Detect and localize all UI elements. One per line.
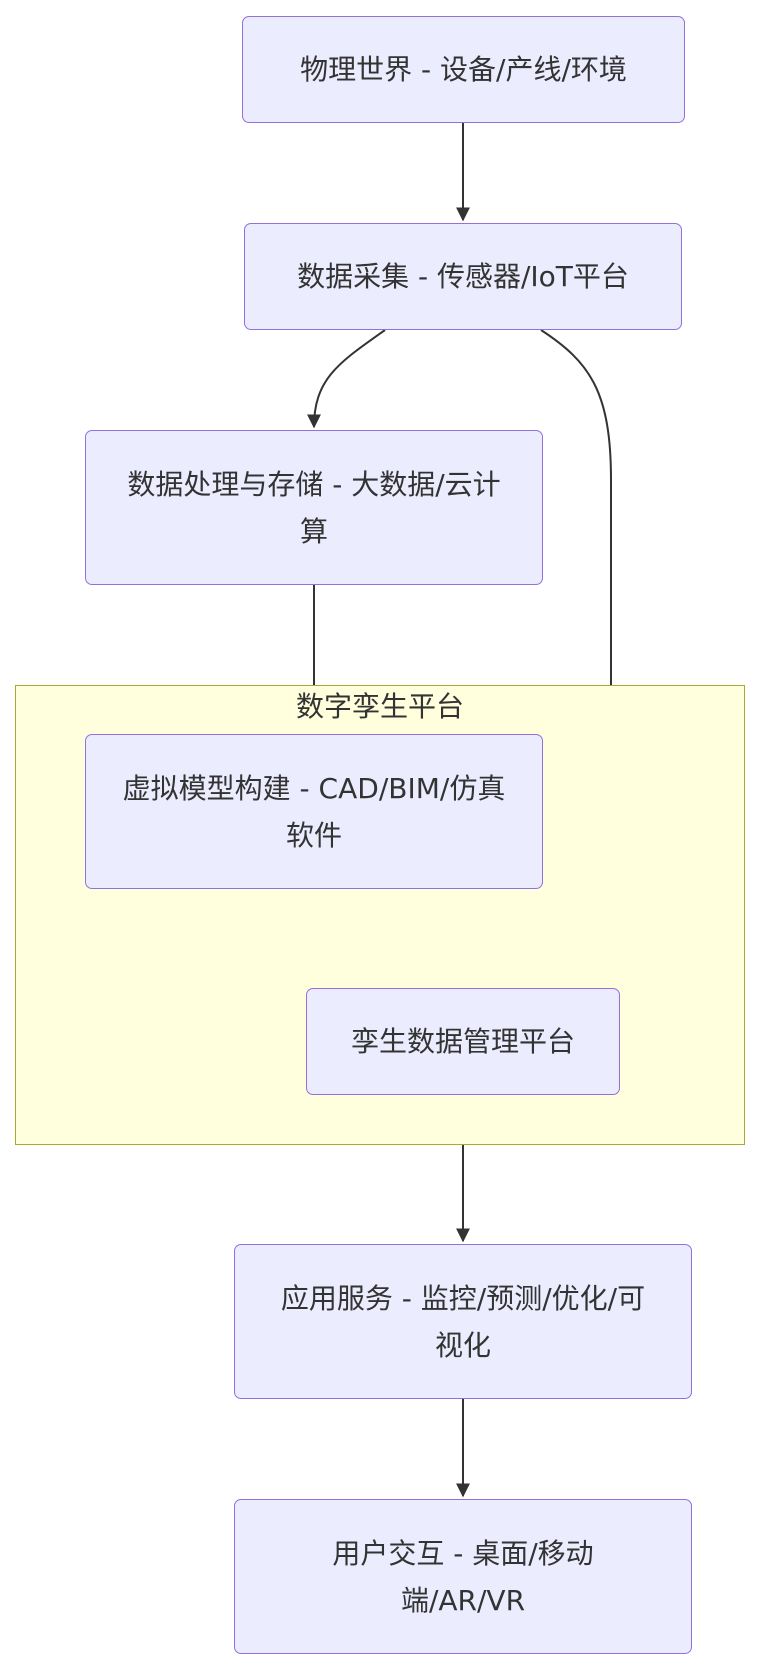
node-user-interaction[interactable]: 用户交互 - 桌面/移动端/AR/VR <box>234 1499 692 1654</box>
node-twin-data-platform-label: 孪生数据管理平台 <box>350 1025 575 1058</box>
node-data-collection-label: 数据采集 - 传感器/IoT平台 <box>297 260 629 293</box>
node-twin-data-platform[interactable]: 孪生数据管理平台 <box>306 988 620 1095</box>
node-physical-world-label: 物理世界 - 设备/产线/环境 <box>300 53 627 86</box>
node-user-interaction-label: 用户交互 - 桌面/移动端/AR/VR <box>332 1536 594 1617</box>
node-virtual-model-label: 虚拟模型构建 - CAD/BIM/仿真软件 <box>122 771 506 852</box>
node-application-services-label: 应用服务 - 监控/预测/优化/可视化 <box>280 1281 646 1362</box>
node-physical-world[interactable]: 物理世界 - 设备/产线/环境 <box>242 16 685 123</box>
node-data-processing[interactable]: 数据处理与存储 - 大数据/云计算 <box>85 430 543 585</box>
node-data-collection[interactable]: 数据采集 - 传感器/IoT平台 <box>244 223 682 330</box>
edge-collect-to-process <box>307 329 386 429</box>
node-application-services[interactable]: 应用服务 - 监控/预测/优化/可视化 <box>234 1244 692 1399</box>
cluster-title: 数字孪生平台 <box>295 690 464 723</box>
node-virtual-model[interactable]: 虚拟模型构建 - CAD/BIM/仿真软件 <box>85 734 543 889</box>
node-data-processing-label: 数据处理与存储 - 大数据/云计算 <box>127 467 501 548</box>
